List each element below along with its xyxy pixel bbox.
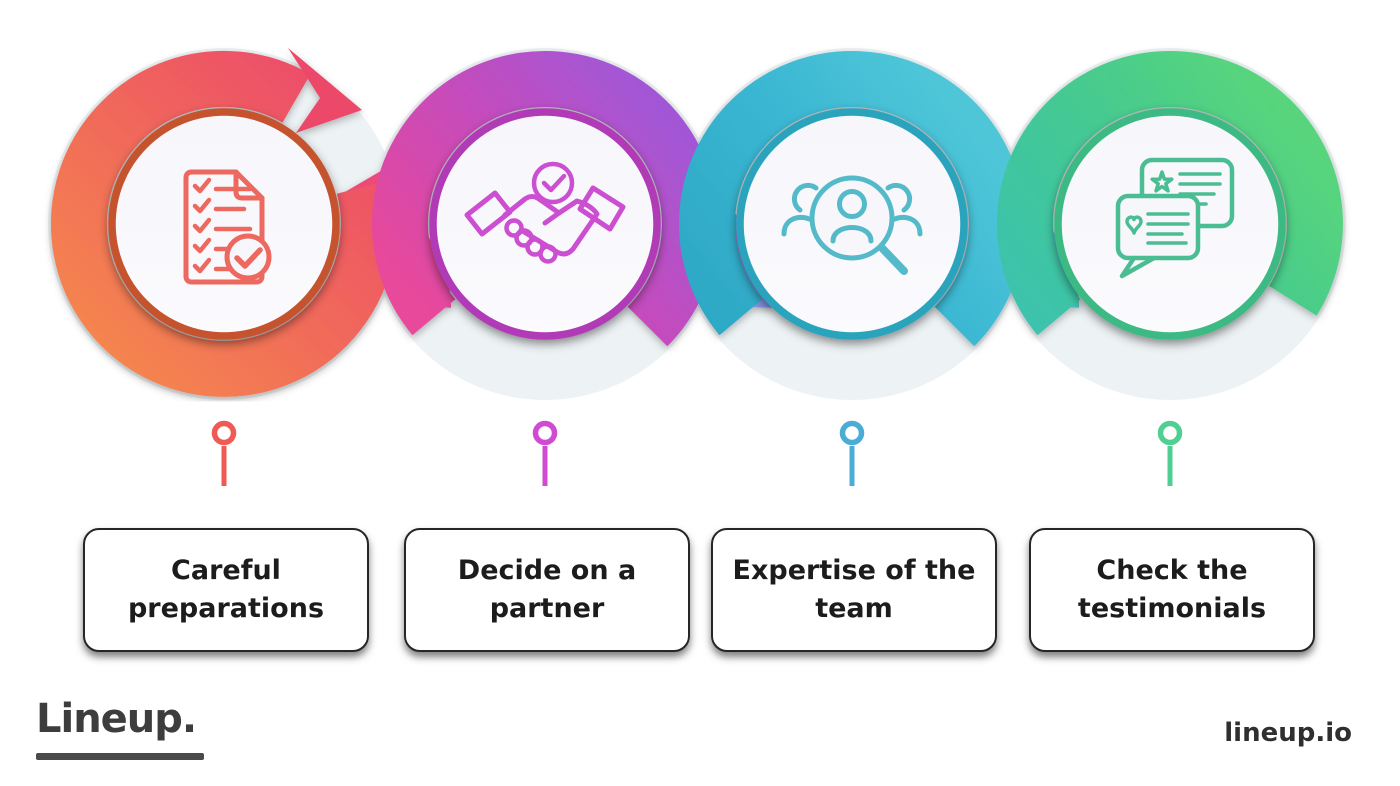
step-label-card-2: Decide on a partner [404,528,690,652]
step-circle-1 [108,108,340,340]
step-label-card-3: Expertise of the team [711,528,997,652]
step-label: Check the testimonials [1077,554,1267,624]
testimonials-chat-icon [1115,157,1235,279]
flow-arrowhead-icon [288,48,362,133]
step-ring-ribbon-1 [50,50,397,397]
ribbon-group [50,48,1343,397]
step-ring-ribbon-4 [996,50,1343,336]
website-text: lineup.io [1224,718,1352,748]
team-search-icon [781,175,923,275]
step-label: Decide on a partner [457,554,637,624]
brand-tagline-bar [36,753,204,760]
checklist-document-icon [183,169,272,285]
step-label-card-1: Careful preparations [83,528,369,652]
step-label-card-4: Check the testimonials [1029,528,1315,652]
brand-logo: Lineup. [36,696,197,742]
step-pin-1 [211,420,237,486]
step-ring-ribbon-3 [678,50,1025,347]
handshake-agreement-icon [464,161,626,264]
step-pins [211,420,1183,486]
step-label: Careful preparations [127,554,325,624]
step-circles [108,108,1286,340]
step-pin-4 [1157,420,1183,486]
step-pin-2 [532,420,558,486]
step-label: Expertise of the team [732,554,976,624]
step-pin-3 [839,420,865,486]
